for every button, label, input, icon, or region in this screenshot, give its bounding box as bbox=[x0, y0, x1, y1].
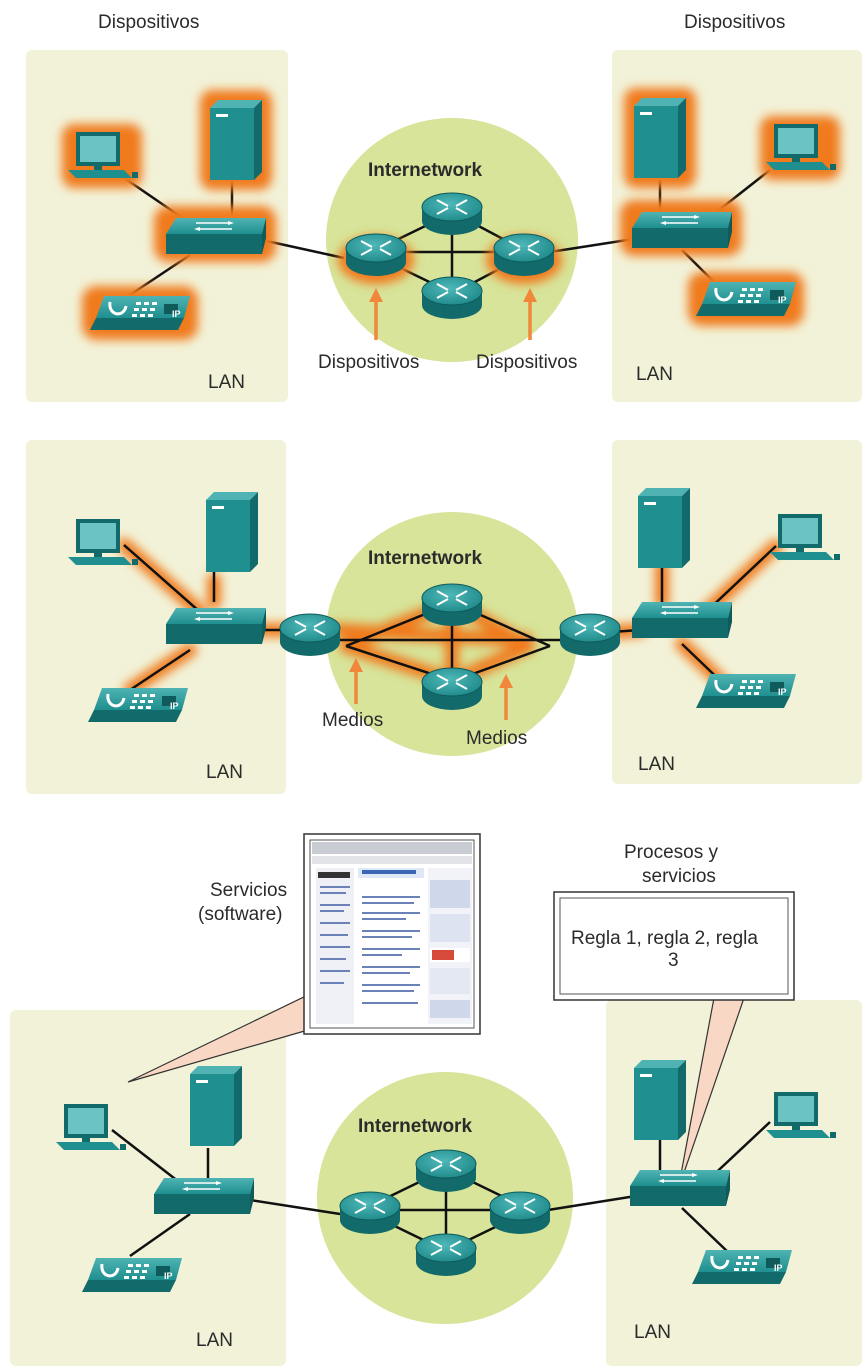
server-icon bbox=[638, 488, 690, 568]
processes-label-line2: servicios bbox=[642, 866, 716, 887]
rules-text-line1: Regla 1, regla 2, regla bbox=[571, 928, 758, 949]
router-icon bbox=[421, 192, 483, 236]
lan-label-left: LAN bbox=[208, 372, 245, 393]
router-icon bbox=[415, 1149, 477, 1193]
internetwork-label: Internetwork bbox=[368, 548, 482, 569]
panel-services: Servicios (software) Regla 1, regla 2, r… bbox=[10, 833, 862, 1366]
switch-icon bbox=[631, 601, 733, 639]
devices-label-router-right: Dispositivos bbox=[476, 352, 577, 373]
switch-icon bbox=[153, 1177, 255, 1215]
router-icon bbox=[489, 1191, 551, 1235]
router-icon bbox=[421, 583, 483, 627]
router-icon bbox=[415, 1233, 477, 1277]
processes-label-line1: Procesos y bbox=[624, 842, 718, 863]
router-icon bbox=[493, 233, 555, 277]
web-page-screenshot bbox=[303, 833, 481, 1035]
lan-label-left: LAN bbox=[206, 762, 243, 783]
server-icon bbox=[210, 100, 262, 180]
lan-label-right: LAN bbox=[638, 754, 675, 775]
devices-label-router-left: Dispositivos bbox=[318, 352, 419, 373]
router-icon bbox=[559, 613, 621, 657]
media-label-left: Medios bbox=[322, 710, 383, 731]
switch-icon bbox=[631, 211, 733, 249]
services-label-line2: (software) bbox=[198, 904, 282, 925]
switch-icon bbox=[165, 607, 267, 645]
ip-phone-label: IP bbox=[778, 687, 787, 697]
server-icon bbox=[634, 98, 686, 178]
server-icon bbox=[634, 1060, 686, 1140]
devices-label-top-right: Dispositivos bbox=[684, 12, 785, 33]
rules-text-line2: 3 bbox=[668, 950, 679, 971]
router-icon bbox=[421, 667, 483, 711]
switch-icon bbox=[629, 1169, 731, 1207]
router-icon bbox=[421, 276, 483, 320]
lan-label-right: LAN bbox=[636, 364, 673, 385]
internetwork-label: Internetwork bbox=[358, 1116, 472, 1137]
router-icon bbox=[279, 613, 341, 657]
ip-phone-label: IP bbox=[172, 309, 181, 319]
router-icon bbox=[345, 233, 407, 277]
services-label-line1: Servicios bbox=[210, 880, 287, 901]
server-icon bbox=[190, 1066, 242, 1146]
devices-label-top-left: Dispositivos bbox=[98, 12, 199, 33]
ip-phone-label: IP bbox=[774, 1263, 783, 1273]
panel-devices: Dispositivos Dispositivos bbox=[26, 12, 862, 402]
panel-media: IP IP Internetwork Medios Medios LAN LAN bbox=[26, 440, 862, 794]
ip-phone-label: IP bbox=[778, 295, 787, 305]
pointer-arrows bbox=[349, 658, 513, 720]
ip-phone-label: IP bbox=[170, 701, 179, 711]
rules-box bbox=[553, 891, 795, 1001]
switch-icon bbox=[165, 217, 267, 255]
lan-label-left: LAN bbox=[196, 1330, 233, 1351]
lan-label-right: LAN bbox=[634, 1322, 671, 1343]
router-icon bbox=[339, 1191, 401, 1235]
pointer-arrows bbox=[369, 288, 537, 340]
ip-phone-label: IP bbox=[164, 1271, 173, 1281]
server-icon bbox=[206, 492, 258, 572]
internetwork-label: Internetwork bbox=[368, 160, 482, 181]
media-label-right: Medios bbox=[466, 728, 527, 749]
